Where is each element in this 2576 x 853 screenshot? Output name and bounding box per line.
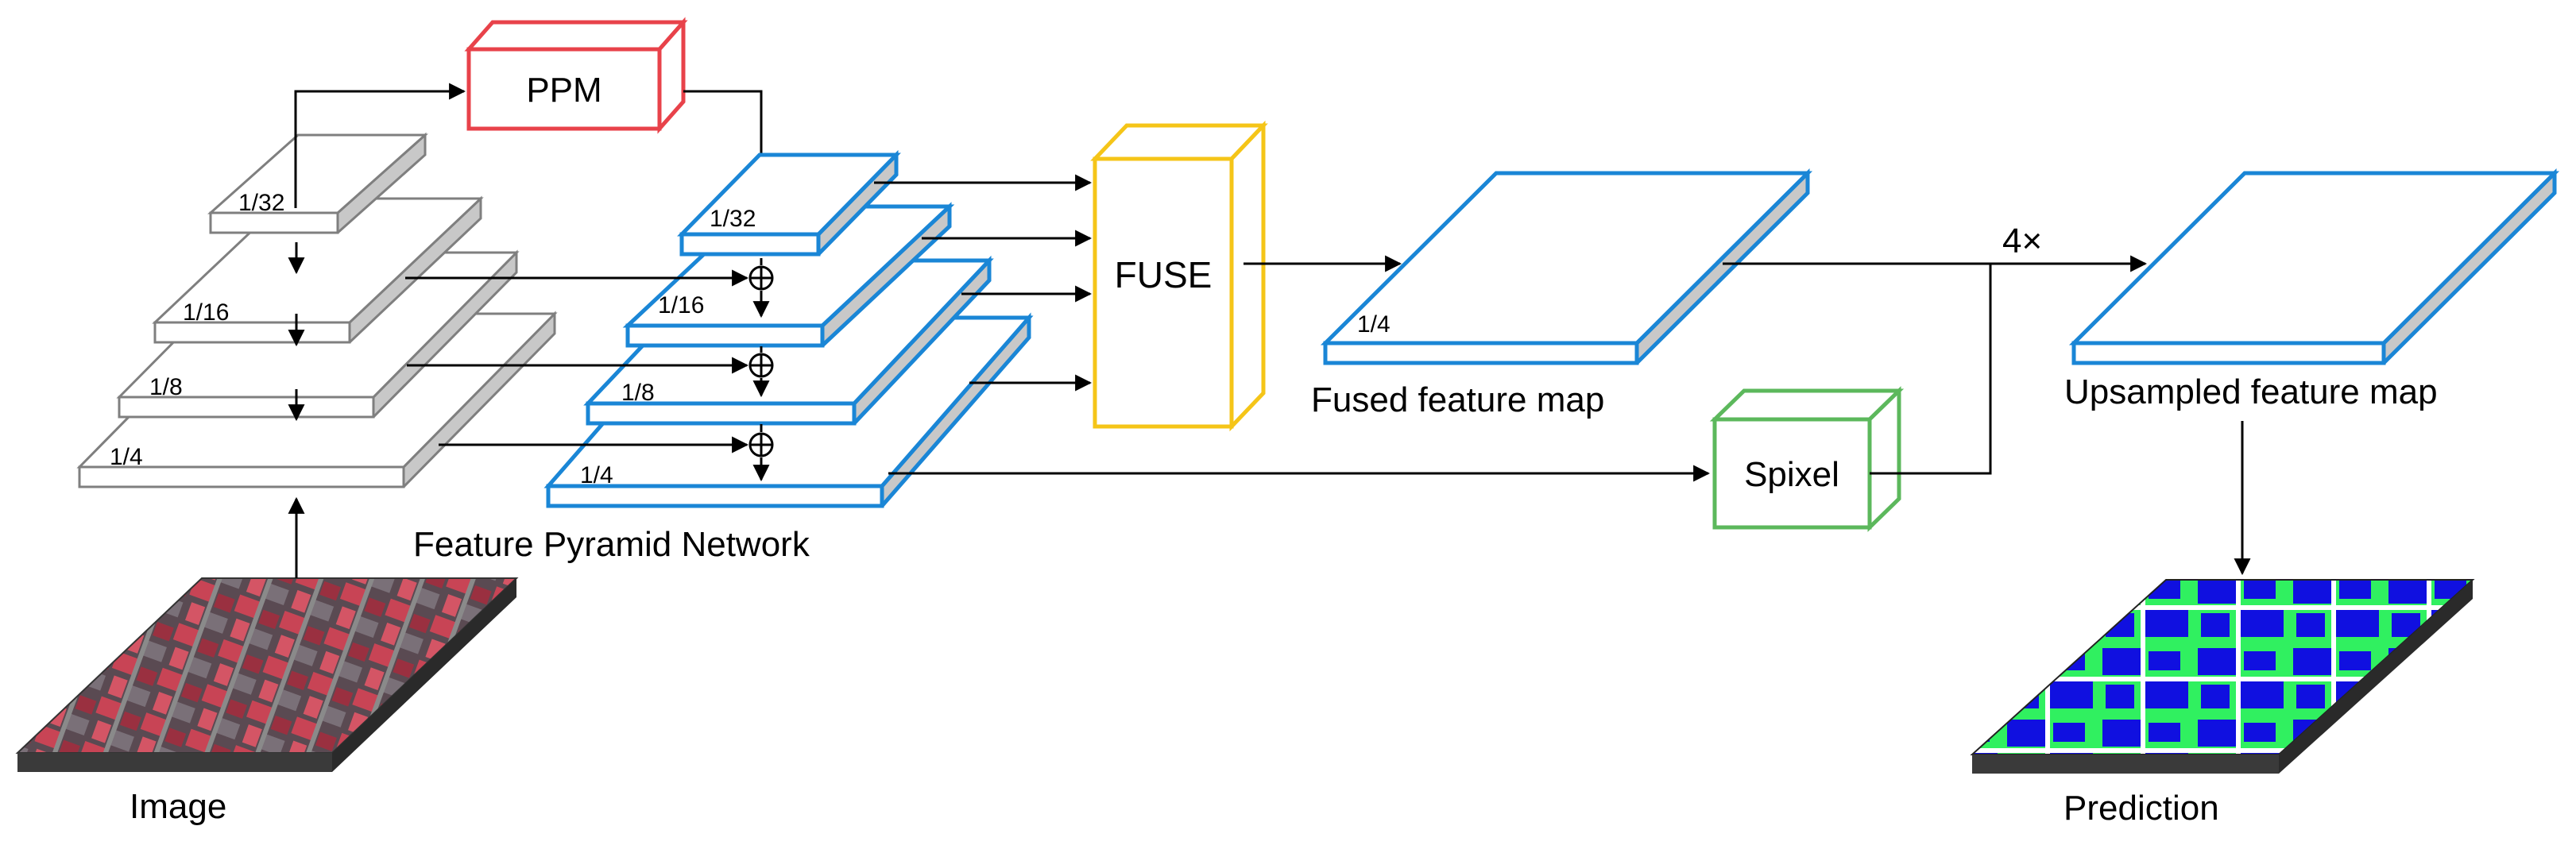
- ppm-module: PPM: [464, 17, 688, 134]
- backbone-label-1-4: 1/4: [110, 444, 143, 470]
- fpn-caption: Feature Pyramid Network: [413, 525, 810, 564]
- spixel-module: Spixel: [1709, 386, 1905, 532]
- backbone-label-1-8: 1/8: [149, 374, 183, 400]
- fpn-label-1-32: 1/32: [710, 206, 756, 232]
- fpn-layer-1-32: 1/32: [677, 149, 901, 257]
- lateral-connection-1-4: [439, 424, 774, 482]
- lateral-connection-1-8: [407, 346, 774, 398]
- backbone-to-ppm-arrow: [294, 83, 466, 208]
- prediction-caption: Prediction: [2064, 789, 2219, 828]
- fpn-stack: 1/4 1/8 1/16 1/32: [405, 149, 1034, 564]
- image-caption: Image: [130, 787, 226, 826]
- upsample-factor-label: 4×: [2002, 222, 2042, 261]
- spixel-to-merge-line: [1870, 264, 1992, 475]
- fused-scale-label: 1/4: [1357, 311, 1390, 338]
- fpn-layer-1-16: 1/16: [622, 202, 955, 348]
- backbone-stack: 1/4 1/8 1/16 1/32: [76, 132, 558, 488]
- fused-caption: Fused feature map: [1311, 380, 1604, 419]
- backbone-layer-1-32: 1/32: [207, 132, 428, 234]
- lateral-connection-1-16: [405, 258, 774, 318]
- backbone-label-1-32: 1/32: [238, 190, 284, 216]
- fpn-label-1-8: 1/8: [621, 380, 655, 406]
- fpn-label-1-4: 1/4: [580, 462, 613, 488]
- backbone-layer-1-16: 1/16: [152, 195, 484, 344]
- prediction-map: Prediction: [1970, 579, 2475, 828]
- ppm-label: PPM: [526, 71, 601, 110]
- fused-feature-map: 1/4 Fused feature map: [1311, 168, 1813, 419]
- upsampled-feature-map: Upsampled feature map: [2064, 168, 2560, 411]
- input-image: Image: [15, 577, 519, 826]
- fuse-label: FUSE: [1115, 254, 1213, 295]
- upsampled-caption: Upsampled feature map: [2064, 372, 2438, 411]
- backbone-label-1-16: 1/16: [183, 299, 229, 326]
- spixel-label: Spixel: [1744, 455, 1839, 494]
- fuse-module: FUSE: [1090, 120, 1268, 432]
- fpn-label-1-16: 1/16: [658, 292, 704, 318]
